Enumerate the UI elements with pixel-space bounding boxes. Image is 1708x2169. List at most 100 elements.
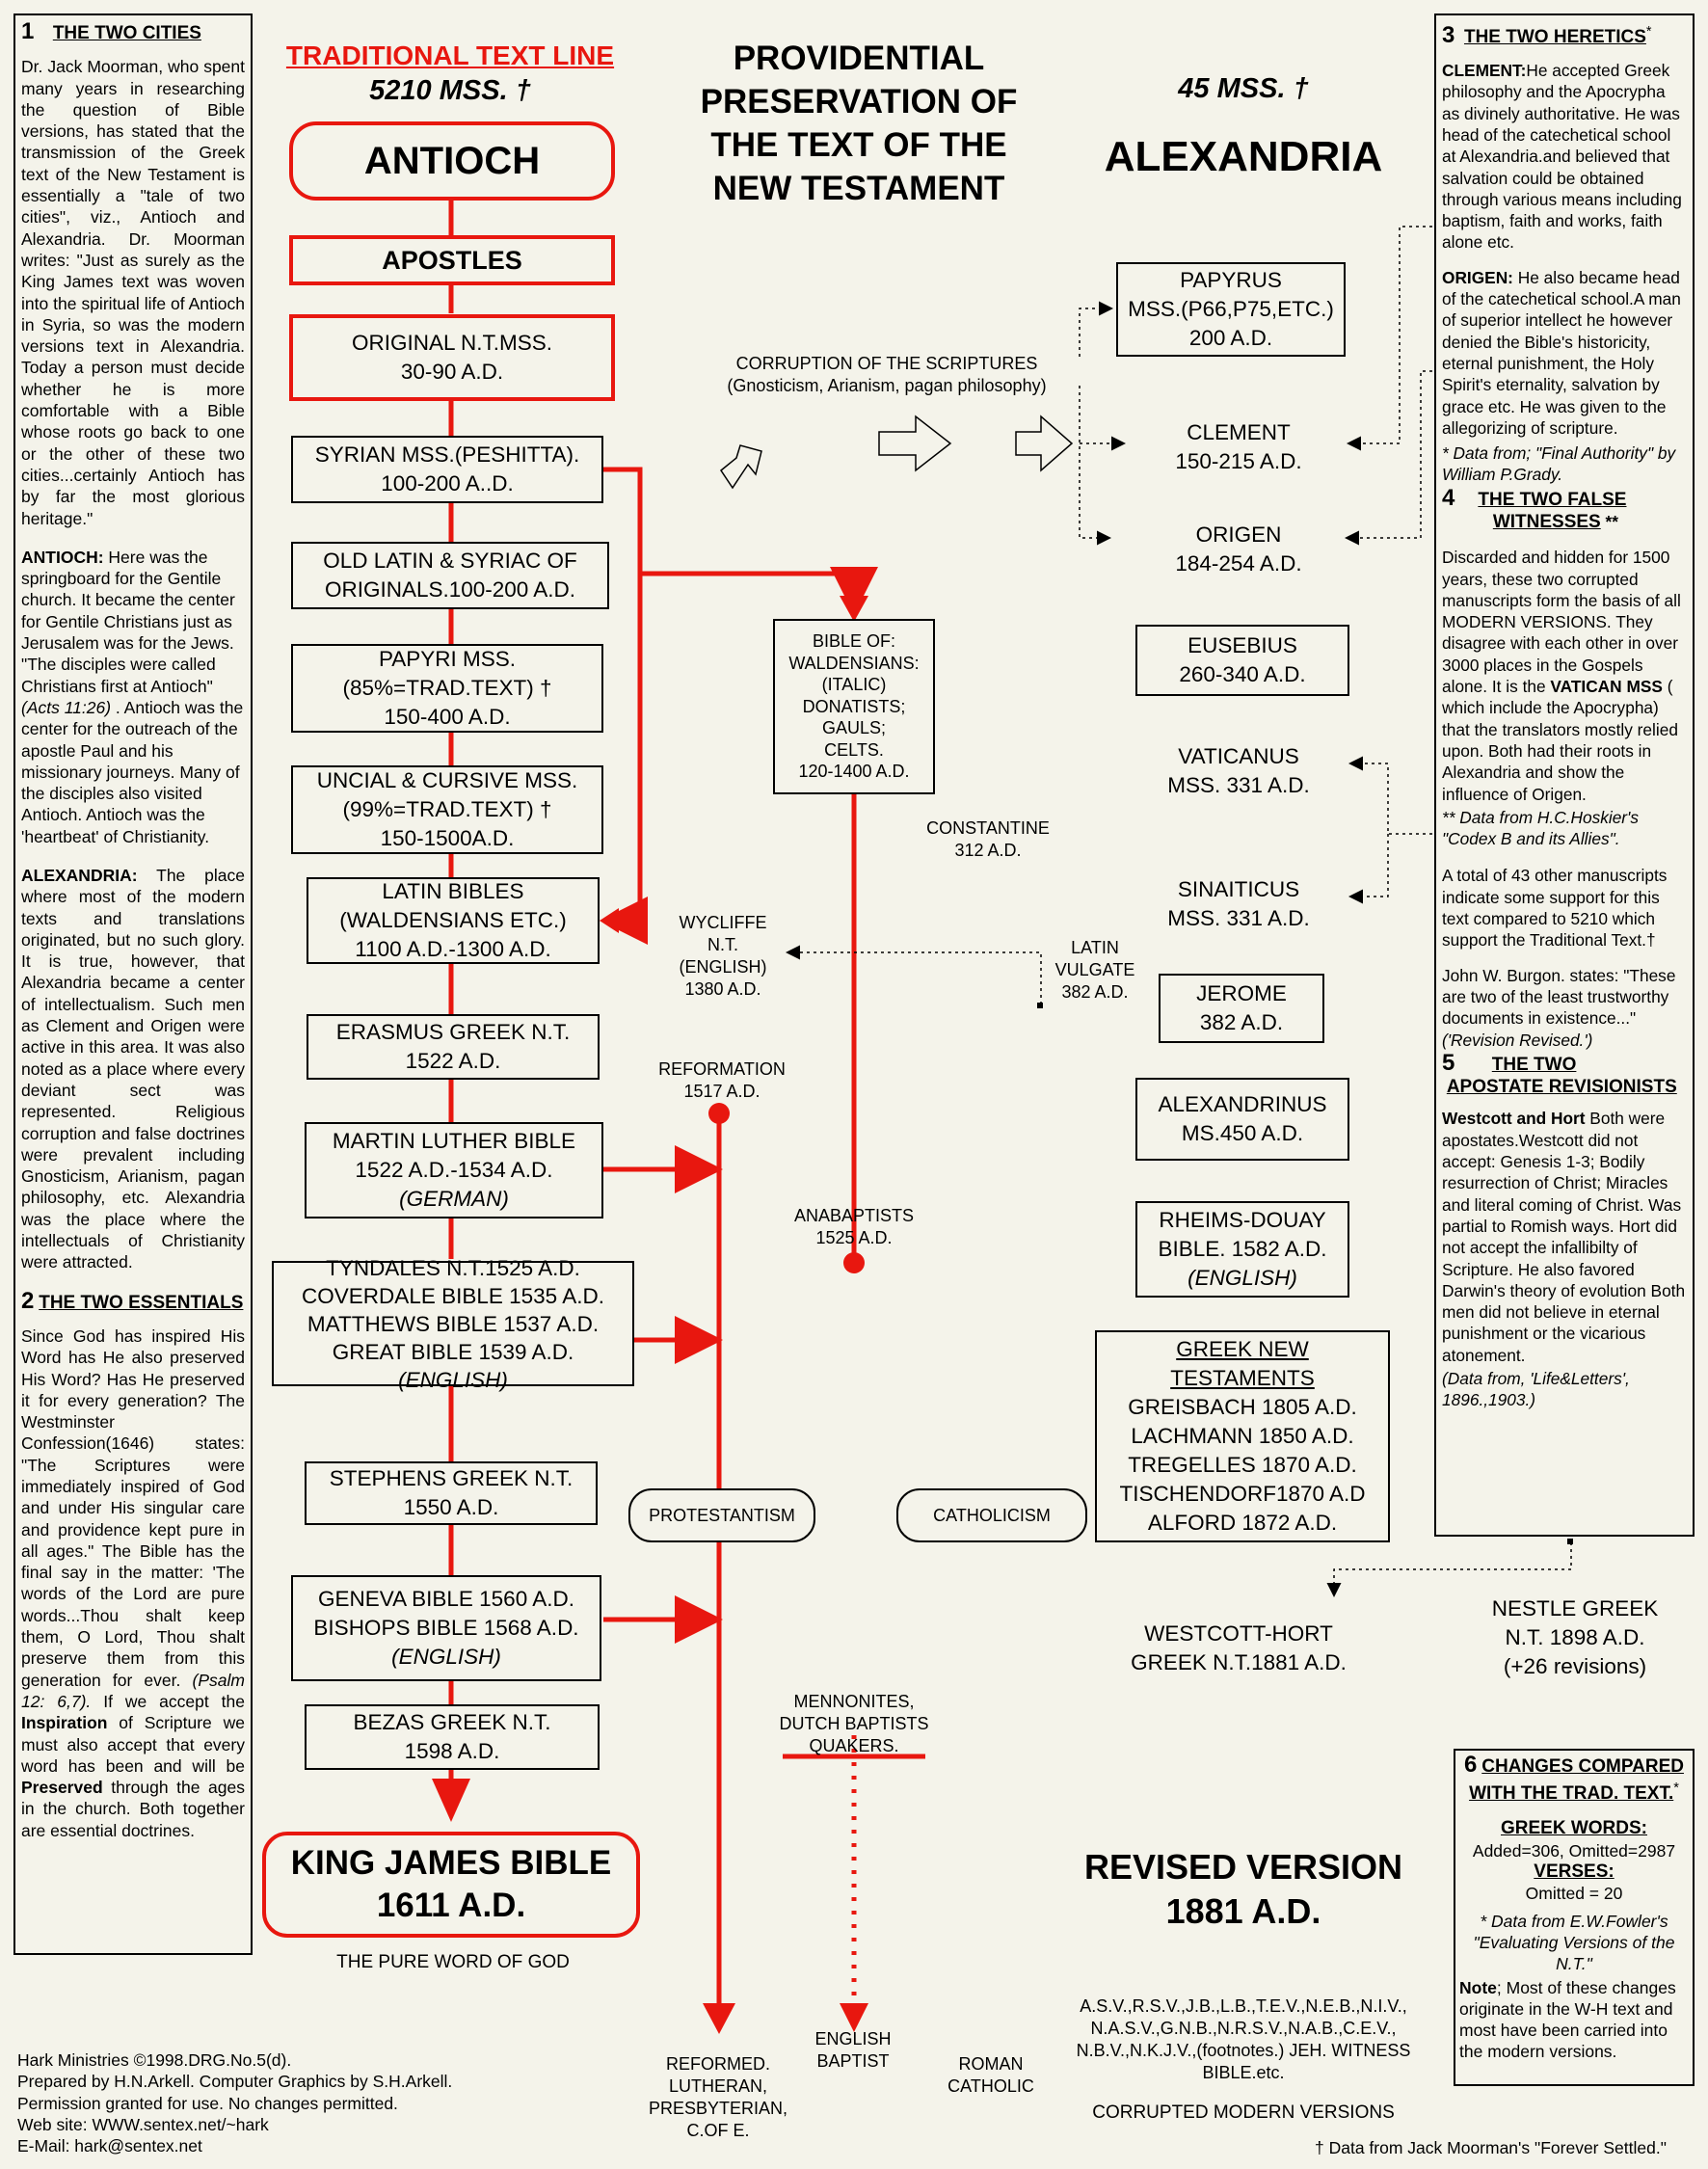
essentials-text: Since God has inspired His Word has He a…: [21, 1326, 245, 1690]
box-line: GAULS;: [821, 718, 887, 738]
label-line: 1525 A.D.: [815, 1228, 893, 1247]
label-line: A.S.V.,R.S.V.,J.B.,L.B.,T.E.V.,N.E.B.,N.…: [1080, 1996, 1407, 2016]
box-line: BEZAS GREEK N.T.: [353, 1710, 551, 1734]
label-line: BIBLE.etc.: [1202, 2063, 1285, 2082]
label-line: WYCLIFFE: [679, 913, 767, 932]
label-line: (+26 revisions): [1503, 1654, 1647, 1678]
box-line: 30-90 A.D.: [400, 360, 504, 384]
erasmus-box: ERASMUS GREEK N.T.1522 A.D.: [307, 1014, 600, 1080]
label-line: (ENGLISH): [679, 957, 767, 977]
footer-line[interactable]: Web site: WWW.sentex.net/~hark: [17, 2114, 269, 2134]
left-column: 1 THE TWO CITIES Dr. Jack Moorman, who s…: [13, 13, 253, 1955]
section-title: THE TWO: [1491, 1054, 1577, 1075]
note-text: ; Most of these changes originate in the…: [1459, 1977, 1676, 2062]
antioch-text: Here was the springboard for the Gentile…: [21, 547, 235, 696]
traditional-mss-count: 5210 MSS. †: [369, 75, 531, 106]
kjv-date: 1611 A.D.: [376, 1887, 526, 1924]
box-line: BISHOPS BIBLE 1568 A.D.: [313, 1616, 579, 1640]
pure-word-label: THE PURE WORD OF GOD: [336, 1952, 570, 1972]
label-line: WESTCOTT-HORT: [1144, 1621, 1333, 1646]
burgon-quote: John W. Burgon. states: "These are two o…: [1442, 965, 1676, 1029]
label-line: MSS. 331 A.D.: [1167, 906, 1310, 930]
box-line: ORIGINALS.100-200 A.D.: [324, 577, 576, 602]
apostles-label: APOSTLES: [382, 246, 522, 275]
box-line: (WALDENSIANS ETC.): [339, 908, 567, 932]
label-line: REFORMED.: [666, 2054, 770, 2074]
two-cities-text: Dr. Jack Moorman, who spent many years i…: [21, 57, 245, 528]
section-number: 5: [1442, 1049, 1455, 1076]
origen-label: ORIGEN:: [1442, 267, 1513, 287]
footer-line: Hark Ministries ©1998.DRG.No.5(d).: [17, 2050, 292, 2070]
label-line: ANABAPTISTS: [793, 1206, 915, 1225]
traditional-text-line-label: TRADITIONAL TEXT LINE: [285, 40, 615, 70]
antioch-label: ANTIOCH:: [21, 547, 104, 567]
box-line: MS.450 A.D.: [1181, 1121, 1304, 1145]
box-line: ERASMUS GREEK N.T.: [335, 1020, 571, 1044]
box-line: 200 A.D.: [1188, 326, 1273, 350]
box-line: 382 A.D.: [1199, 1010, 1284, 1034]
box-line: 100-200 A..D.: [381, 471, 514, 495]
label-line: LUTHERAN,: [668, 2076, 767, 2096]
box-line: DONATISTS;: [802, 696, 906, 716]
kjv-title: KING JAMES BIBLE: [290, 1844, 612, 1882]
box-line: MSS.(P66,P75,ETC.): [1128, 297, 1334, 321]
box-line: RHEIMS-DOUAY: [1159, 1208, 1326, 1232]
footer-line[interactable]: E-Mail: hark@sentex.net: [17, 2136, 202, 2156]
alexandria-title: ALEXANDRIA: [1104, 133, 1383, 180]
box-line: GREAT BIBLE 1539 A.D.: [332, 1339, 574, 1364]
revisionists-paragraph: Westcott and Hort Both were apostates.We…: [1442, 1108, 1687, 1366]
section-title: THE TWO ESSENTIALS: [39, 1292, 244, 1313]
label-line: ROMAN: [958, 2054, 1024, 2074]
label-line: VATICANUS: [1178, 744, 1299, 768]
section-number: 6: [1464, 1752, 1478, 1778]
section-number: 1: [21, 18, 35, 44]
corruption-line: CORRUPTION OF THE SCRIPTURES: [735, 354, 1038, 373]
alexandria-mss-count: 45 MSS. †: [1178, 73, 1309, 104]
revised-title-line: 1881 A.D.: [1165, 1891, 1321, 1931]
footer-line: Prepared by H.N.Arkell. Computer Graphic…: [17, 2072, 453, 2092]
original-mss-box: ORIGINAL N.T.MSS.30-90 A.D.: [289, 314, 615, 401]
witnesses-text-2: ( which include the Apocrypha) that the …: [1442, 677, 1678, 804]
label-line: N.T. 1898 A.D.: [1505, 1625, 1645, 1649]
right-column: 3 THE TWO HERETICS* CLEMENT:He accepted …: [1434, 13, 1695, 1537]
changes-source: * Data from E.W.Fowler's "Evaluating Ver…: [1473, 1911, 1675, 1974]
label-line: N.T.: [707, 935, 738, 954]
label-line: PRESBYTERIAN,: [648, 2099, 788, 2118]
clement-text: He accepted Greek philosophy and the Apo…: [1442, 61, 1682, 253]
label-line: 312 A.D.: [954, 841, 1022, 860]
label-line: ENGLISH: [814, 2029, 892, 2048]
alexandria-text: The place where most of the modern texts…: [21, 865, 245, 1272]
footer-line: Permission granted for use. No changes p…: [17, 2093, 398, 2113]
footnote-star: *: [1673, 1781, 1679, 1797]
label-line: REFORMATION: [658, 1059, 786, 1079]
title-line: PROVIDENTIAL: [733, 40, 985, 77]
box-line: (99%=TRAD.TEXT) †: [342, 797, 552, 821]
corrupted-modern-versions-label: CORRUPTED MODERN VERSIONS: [1092, 2102, 1395, 2123]
preserved-word: Preserved: [21, 1778, 103, 1798]
waldensians-box: BIBLE OF:WALDENSIANS:(ITALIC)DONATISTS;G…: [773, 619, 935, 794]
section-title-2: WITNESSES: [1492, 512, 1601, 532]
antioch-box: ANTIOCH: [289, 121, 615, 201]
essentials-paragraph: Since God has inspired His Word has He a…: [21, 1326, 245, 1841]
box-line: PAPYRI MSS.: [378, 647, 517, 671]
modern-versions-list: A.S.V.,R.S.V.,J.B.,L.B.,T.E.V.,N.E.B.,N.…: [1051, 1995, 1436, 2084]
box-line: (GERMAN): [399, 1187, 509, 1211]
essentials-text-2: If we accept the: [103, 1691, 245, 1711]
footer-credits: Hark Ministries ©1998.DRG.No.5(d). Prepa…: [17, 2049, 452, 2156]
section-title: THE TWO HERETICS: [1463, 26, 1646, 47]
changes-compared-box: 6 CHANGES COMPARED WITH THE TRAD. TEXT.*…: [1454, 1749, 1695, 2086]
box-line: 1100 A.D.-1300 A.D.: [355, 937, 551, 961]
revisionists-source: (Data from, 'Life&Letters', 1896.,1903.): [1442, 1368, 1630, 1410]
footnote-stars: **: [1605, 512, 1618, 531]
box-line: (ENGLISH): [398, 1367, 508, 1392]
